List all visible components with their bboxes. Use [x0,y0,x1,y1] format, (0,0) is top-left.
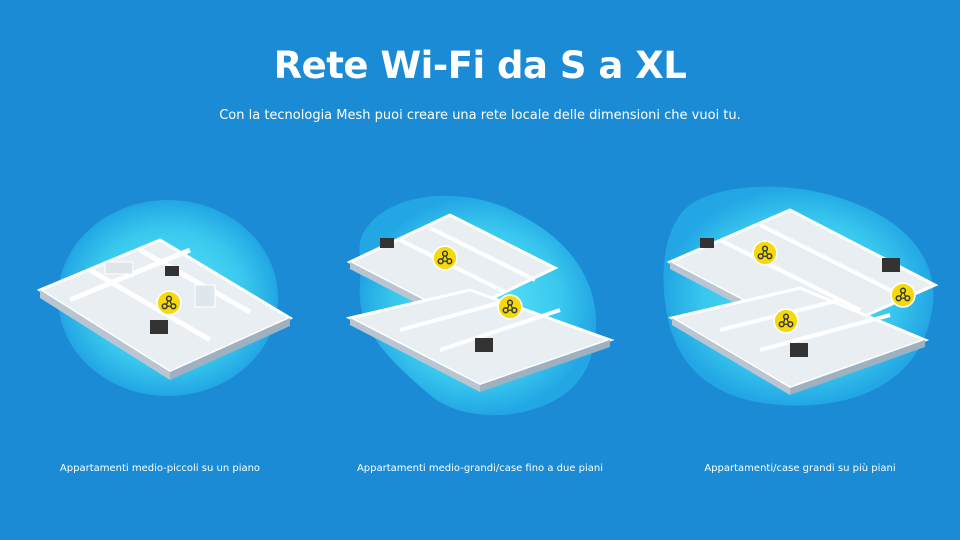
mesh-node-icon [890,282,916,308]
option-illustration-1 [36,200,294,396]
option-illustration-2 [345,195,615,416]
mesh-node-icon [773,308,799,334]
floor-plan-lower [345,288,615,392]
page-subtitle: Con la tecnologia Mesh puoi creare una r… [219,108,741,123]
mesh-node-icon [156,290,182,316]
mesh-node-icon [497,294,523,320]
floor-plan-lower [668,286,930,395]
option-illustration-3 [663,186,939,406]
page-title: Rete Wi-Fi da S a XL [273,44,687,87]
mesh-node-icon [432,245,458,271]
option-caption-1: Appartamenti medio-piccoli su un piano [59,463,261,474]
option-caption-2: Appartamenti medio-grandi/case fino a du… [356,463,604,474]
option-caption-3: Appartamenti/case grandi su più piani [704,463,896,474]
mesh-node-icon [752,240,778,266]
